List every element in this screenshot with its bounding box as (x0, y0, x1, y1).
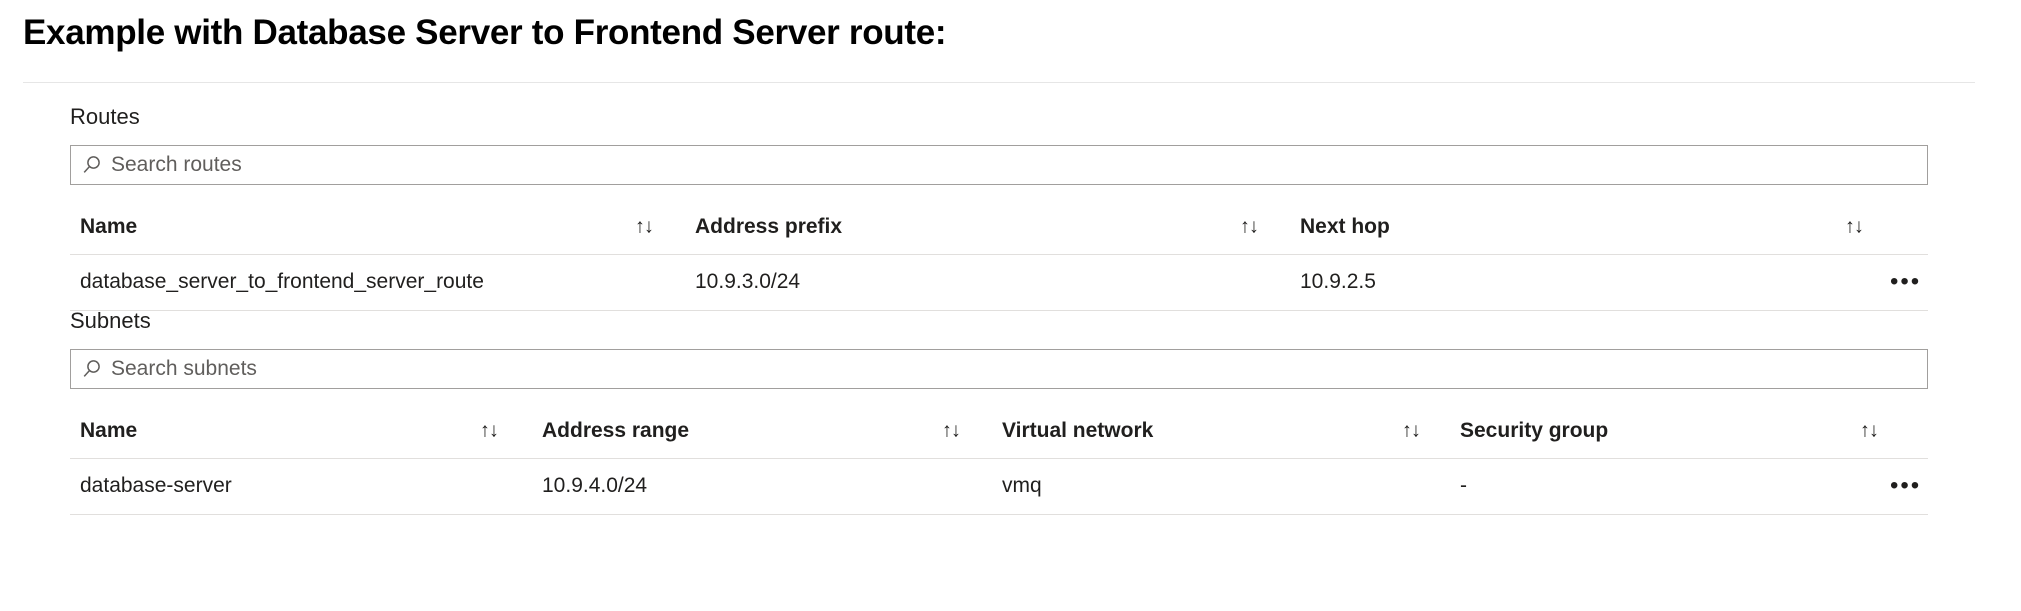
routes-search-placeholder: Search routes (111, 153, 242, 176)
routes-search-input[interactable]: Search routes (70, 145, 1928, 185)
routes-cell-name: database_server_to_frontend_server_route (80, 270, 484, 293)
table-row[interactable]: database_server_to_frontend_server_route… (70, 254, 1928, 310)
subnets-header-separator (70, 458, 1928, 459)
subnets-table: Name ↑↓ Address range ↑↓ Virtual network… (70, 404, 1928, 515)
routes-header-separator (70, 254, 1928, 255)
search-icon (83, 156, 100, 173)
routes-table-header: Name ↑↓ Address prefix ↑↓ Next hop ↑↓ (70, 200, 1928, 254)
page-title: Example with Database Server to Frontend… (23, 13, 947, 52)
subnets-cell-virtual-network: vmq (1002, 474, 1042, 497)
routes-sort-icon-name[interactable]: ↑↓ (635, 215, 654, 238)
subnets-section-label: Subnets (70, 308, 151, 333)
subnets-cell-address-range: 10.9.4.0/24 (542, 474, 648, 497)
subnets-search-placeholder: Search subnets (111, 357, 257, 380)
subnets-sort-icon-name[interactable]: ↑↓ (480, 419, 499, 442)
routes-row-more-menu-icon[interactable]: ••• (1890, 268, 1922, 295)
search-icon (83, 360, 100, 377)
subnets-cell-security-group: - (1460, 474, 1467, 497)
subnets-row-more-menu-icon[interactable]: ••• (1890, 472, 1922, 499)
subnets-row-separator (70, 514, 1928, 515)
routes-section-label: Routes (70, 104, 140, 129)
subnets-table-header: Name ↑↓ Address range ↑↓ Virtual network… (70, 404, 1928, 458)
routes-column-address-prefix[interactable]: Address prefix (695, 215, 843, 238)
subnets-search-input[interactable]: Search subnets (70, 349, 1928, 389)
routes-cell-next-hop: 10.9.2.5 (1300, 270, 1376, 293)
table-row[interactable]: database-server 10.9.4.0/24 vmq - ••• (70, 458, 1928, 514)
routes-row-separator (70, 310, 1928, 311)
subnets-sort-icon-address-range[interactable]: ↑↓ (942, 419, 961, 442)
subnets-column-address-range[interactable]: Address range (542, 419, 690, 442)
routes-sort-icon-address-prefix[interactable]: ↑↓ (1240, 215, 1259, 238)
routes-cell-address-prefix: 10.9.3.0/24 (695, 270, 801, 293)
subnets-sort-icon-virtual-network[interactable]: ↑↓ (1402, 419, 1421, 442)
title-divider (23, 82, 1975, 83)
subnets-sort-icon-security-group[interactable]: ↑↓ (1860, 419, 1879, 442)
subnets-column-virtual-network[interactable]: Virtual network (1002, 419, 1154, 442)
subnets-column-name[interactable]: Name (80, 419, 138, 442)
subnets-cell-name: database-server (80, 474, 232, 497)
routes-column-next-hop[interactable]: Next hop (1300, 215, 1390, 238)
subnets-column-security-group[interactable]: Security group (1460, 419, 1609, 442)
routes-sort-icon-next-hop[interactable]: ↑↓ (1845, 215, 1864, 238)
routes-column-name[interactable]: Name (80, 215, 138, 238)
routes-table: Name ↑↓ Address prefix ↑↓ Next hop ↑↓ da… (70, 200, 1928, 311)
